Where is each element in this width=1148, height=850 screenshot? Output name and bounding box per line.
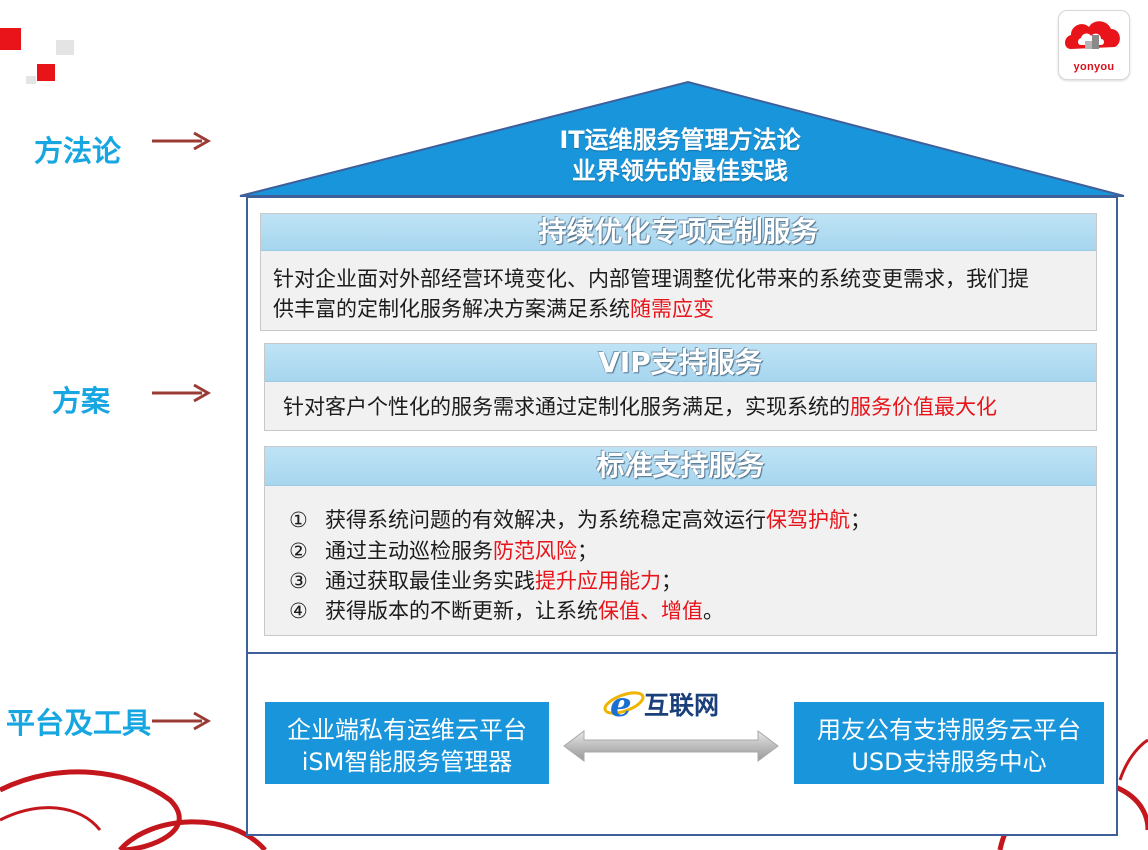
panel-description: 针对企业面对外部经营环境变化、内部管理调整优化带来的系统变更需求，我们提 供丰富… [273, 264, 1093, 324]
internet-label: 互联网 [644, 691, 720, 720]
roof-title-line1: IT运维服务管理方法论 [559, 126, 801, 154]
private-cloud-platform-box: 企业端私有运维云平台 iSM智能服务管理器 [265, 702, 549, 784]
list-number: ③ [289, 569, 308, 593]
list-suffix: ； [661, 569, 682, 593]
platform-line: 企业端私有运维云平台 [287, 716, 527, 744]
description-text: 供丰富的定制化服务解决方案满足系统 [273, 297, 630, 321]
highlight-text: 服务价值最大化 [850, 395, 997, 419]
arrow-right-icon [152, 131, 212, 151]
list-item: ④ 获得版本的不断更新，让系统保值、增值。 [289, 595, 724, 625]
list-item: ③ 通过获取最佳业务实践提升应用能力； [289, 565, 682, 595]
house-floor-divider [246, 652, 1118, 654]
public-cloud-platform-box: 用友公有支持服务云平台 USD支持服务中心 [794, 702, 1104, 784]
panel-description: 针对客户个性化的服务需求通过定制化服务满足，实现系统的服务价值最大化 [283, 392, 997, 422]
internet-explorer-icon: e [603, 685, 645, 723]
decor-square-red [0, 28, 21, 50]
list-item: ① 获得系统问题的有效解决，为系统稳定高效运行保驾护航； [289, 504, 871, 534]
description-text: 针对客户个性化的服务需求通过定制化服务满足，实现系统的 [283, 395, 850, 419]
list-suffix: ； [850, 508, 871, 532]
list-text: 通过主动巡检服务 [325, 539, 493, 563]
highlight-text: 保值、增值 [598, 599, 703, 623]
arrow-right-icon [152, 711, 212, 731]
label-solution: 方案 [52, 384, 111, 418]
list-text: 通过获取最佳业务实践 [325, 569, 535, 593]
label-platform-tools: 平台及工具 [6, 706, 152, 740]
description-line: 供丰富的定制化服务解决方案满足系统随需应变 [273, 294, 1093, 324]
platform-line: 用友公有支持服务云平台 [817, 716, 1081, 744]
label-methodology: 方法论 [34, 134, 122, 168]
decor-square-gray [56, 40, 74, 55]
highlight-text: 提升应用能力 [535, 569, 661, 593]
logo-wordmark: yonyou [1073, 61, 1115, 73]
list-suffix: 。 [703, 599, 724, 623]
yonyou-logo: yonyou [1058, 10, 1130, 80]
highlight-text: 保驾护航 [766, 508, 850, 532]
list-text: 获得版本的不断更新，让系统 [325, 599, 598, 623]
panel-title: 持续优化专项定制服务 [261, 214, 1096, 251]
panel-continuous-optimization: 持续优化专项定制服务 针对企业面对外部经营环境变化、内部管理调整优化带来的系统变… [260, 213, 1097, 331]
roof-title-line2: 业界领先的最佳实践 [572, 157, 788, 185]
decor-square-red-small [37, 64, 55, 81]
panel-title: 标准支持服务 [265, 447, 1096, 486]
list-item: ② 通过主动巡检服务防范风险； [289, 535, 598, 565]
yonyou-cloud-logo-icon [1065, 21, 1120, 49]
list-text: 获得系统问题的有效解决，为系统稳定高效运行 [325, 508, 766, 532]
platform-line: iSM智能服务管理器 [301, 748, 513, 776]
panel-vip-support: VIP支持服务 针对客户个性化的服务需求通过定制化服务满足，实现系统的服务价值最… [264, 343, 1097, 431]
list-suffix: ； [577, 539, 598, 563]
highlight-text: 防范风险 [493, 539, 577, 563]
highlight-text: 随需应变 [630, 297, 714, 321]
list-number: ② [289, 539, 308, 563]
list-number: ① [289, 508, 308, 532]
bidirectional-arrow-icon [563, 730, 779, 762]
panel-title: VIP支持服务 [265, 344, 1096, 382]
decor-square-gray-small [26, 76, 36, 84]
description-line: 针对企业面对外部经营环境变化、内部管理调整优化带来的系统变更需求，我们提 [273, 267, 1029, 291]
platform-line: USD支持服务中心 [851, 748, 1047, 776]
list-number: ④ [289, 599, 308, 623]
svg-text:e: e [610, 685, 632, 723]
arrow-right-icon [152, 383, 212, 403]
